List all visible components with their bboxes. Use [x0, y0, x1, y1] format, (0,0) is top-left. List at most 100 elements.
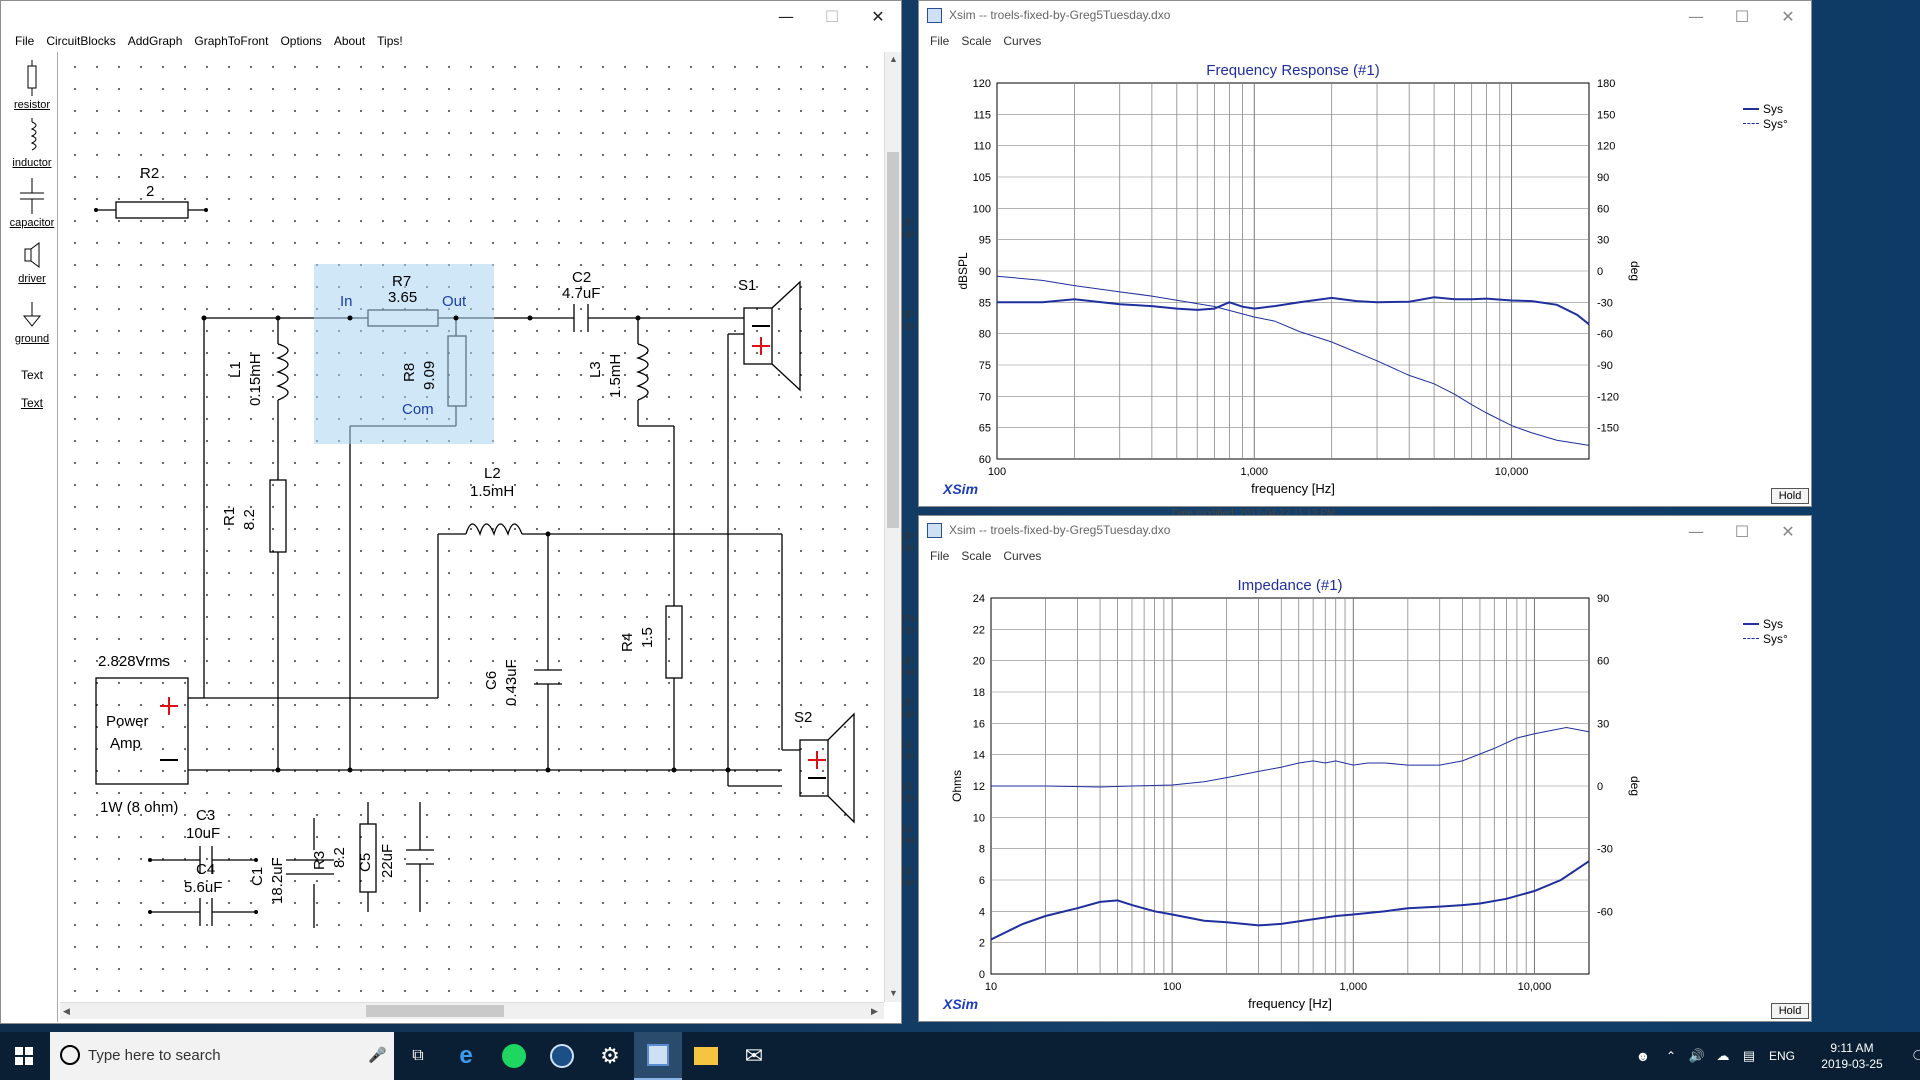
windows-logo-icon — [15, 1047, 33, 1065]
series-line-sys — [997, 296, 1590, 326]
menu-graphtofront[interactable]: GraphToFront — [194, 34, 269, 48]
chart-title: Frequency Response (#1) — [1206, 62, 1379, 79]
legend-phase-label: Sys° — [1763, 116, 1788, 131]
minimize-button[interactable]: — — [1688, 6, 1704, 26]
menu-addgraph[interactable]: AddGraph — [127, 34, 183, 48]
y2-tick-label: -30 — [1597, 844, 1613, 856]
settings-gear-icon[interactable]: ⚙ — [600, 1043, 620, 1068]
y2-tick-label: -60 — [1597, 329, 1613, 341]
menu-file[interactable]: File — [930, 549, 950, 563]
start-button[interactable] — [0, 1032, 48, 1080]
palette-ground[interactable]: ground — [6, 302, 58, 345]
scroll-down-arrow[interactable]: ▼ — [889, 988, 898, 998]
menu-file[interactable]: File — [15, 34, 35, 48]
scroll-up-arrow[interactable]: ▲ — [889, 54, 898, 64]
schematic-vertical-scrollbar[interactable]: ▲ ▼ — [884, 52, 901, 1002]
people-icon[interactable]: ☻ — [1635, 1048, 1651, 1064]
impedance-window-titlebar[interactable]: Xsim -- troels-fixed-by-Greg5Tuesday.dxo… — [919, 516, 1811, 546]
label-s1: S1 — [738, 277, 756, 294]
hold-button[interactable]: Hold — [1771, 488, 1809, 504]
horizontal-scroll-thumb[interactable] — [366, 1005, 504, 1017]
frequency-window-titlebar[interactable]: Xsim -- troels-fixed-by-Greg5Tuesday.dxo… — [919, 1, 1811, 31]
label-r8: R8 — [401, 363, 418, 382]
y-tick-label: 22 — [973, 624, 985, 636]
schematic-horizontal-scrollbar[interactable]: ◀ ▶ — [60, 1002, 884, 1019]
menu-curves[interactable]: Curves — [1003, 34, 1042, 48]
scroll-left-arrow[interactable]: ◀ — [63, 1006, 70, 1016]
notification-icon[interactable]: 🗨1 — [1910, 1048, 1920, 1065]
network-icon[interactable]: ▤ — [1742, 1048, 1756, 1063]
taskbar-search[interactable]: Type here to search 🎤 — [50, 1032, 394, 1080]
y-tick-label: 2 — [979, 938, 985, 950]
menu-curves[interactable]: Curves — [1003, 549, 1042, 563]
onedrive-cloud-icon[interactable]: ☁ — [1716, 1048, 1730, 1063]
menu-file[interactable]: File — [930, 34, 950, 48]
y2-tick-label: 60 — [1597, 656, 1609, 668]
file-explorer-icon[interactable] — [682, 1032, 730, 1080]
y2-tick-label: 90 — [1597, 593, 1609, 605]
scroll-right-arrow[interactable]: ▶ — [871, 1006, 878, 1016]
minimize-button[interactable]: — — [778, 6, 794, 26]
x-axis-label: frequency [Hz] — [1248, 996, 1332, 1011]
ground-icon — [22, 302, 42, 327]
close-button[interactable]: ✕ — [1781, 521, 1795, 541]
label-l2: L2 — [484, 465, 501, 482]
hold-button[interactable]: Hold — [1771, 1003, 1809, 1019]
label-r7-value: 3.65 — [388, 289, 417, 306]
minimize-button[interactable]: — — [1688, 521, 1704, 541]
close-button[interactable]: ✕ — [871, 6, 885, 26]
label-c6: C6 — [483, 671, 500, 690]
xsim-brand: XSim — [943, 481, 979, 497]
vertical-scroll-thumb[interactable] — [887, 152, 899, 528]
language-indicator[interactable]: ENG — [1768, 1049, 1795, 1063]
highlight-circuit-block[interactable] — [314, 264, 494, 444]
palette-capacitor[interactable]: capacitor — [6, 178, 58, 229]
palette-text-plain[interactable]: Text — [6, 368, 58, 382]
palette-text-underlined[interactable]: Text — [6, 396, 58, 410]
edge-browser-icon[interactable]: e — [459, 1042, 473, 1069]
x-axis-label: frequency [Hz] — [1251, 481, 1335, 496]
schematic-titlebar[interactable]: — ☐ ✕ — [1, 1, 901, 31]
search-icon — [60, 1045, 80, 1065]
maximize-button[interactable]: ☐ — [1734, 6, 1750, 26]
microphone-icon[interactable]: 🎤 — [368, 1047, 387, 1064]
series-line-phase — [991, 726, 1590, 788]
label-l2-value: 1.5mH — [470, 483, 514, 500]
schematic-canvas[interactable]: R2 2 R7 3.65 In Out Com C2 4.7uF S1 S2 L… — [60, 52, 884, 1002]
menu-scale[interactable]: Scale — [961, 549, 992, 563]
bg-text: GI — [902, 824, 913, 835]
palette-inductor[interactable]: inductor — [6, 118, 58, 169]
bg-text: JP — [902, 310, 914, 321]
label-s2: S2 — [794, 709, 812, 726]
palette-driver[interactable]: driver — [6, 240, 58, 285]
menu-tips[interactable]: Tips! — [377, 34, 403, 48]
chevron-up-icon[interactable]: ⌃ — [1665, 1049, 1677, 1063]
clock[interactable]: 9:11 AM 2019-03-25 — [1802, 1040, 1902, 1072]
label-c4: C4 — [196, 861, 215, 878]
xsim-brand: XSim — [943, 996, 979, 1012]
mail-icon[interactable]: ✉ — [744, 1043, 764, 1068]
menu-about[interactable]: About — [333, 34, 366, 48]
volume-icon[interactable]: 🔊 — [1688, 1048, 1706, 1063]
schematic-drawing[interactable]: R2 2 R7 3.65 In Out Com C2 4.7uF S1 S2 L… — [60, 52, 884, 1002]
bg-text: GI — [902, 782, 913, 793]
task-view-icon[interactable]: ⧉ — [412, 1047, 424, 1064]
label-r2-value: 2 — [146, 183, 154, 200]
steam-icon[interactable] — [538, 1032, 586, 1080]
menu-options[interactable]: Options — [280, 34, 322, 48]
maximize-button[interactable]: ☐ — [824, 6, 840, 26]
y2-tick-label: -30 — [1597, 297, 1613, 309]
close-button[interactable]: ✕ — [1781, 6, 1795, 26]
spotify-icon[interactable] — [490, 1032, 538, 1080]
label-c1-value: 18.2uF — [269, 857, 286, 904]
menu-scale[interactable]: Scale — [961, 34, 992, 48]
palette-resistor[interactable]: resistor — [6, 60, 58, 111]
menu-circuitblocks[interactable]: CircuitBlocks — [46, 34, 116, 48]
bg-text: GI — [902, 740, 913, 751]
frequency-response-chart[interactable]: 1201151101051009590858075706560180150120… — [925, 55, 1805, 505]
label-com: Com — [402, 401, 434, 418]
xsim-taskbar-icon[interactable] — [634, 1032, 682, 1080]
maximize-button[interactable]: ☐ — [1734, 521, 1750, 541]
